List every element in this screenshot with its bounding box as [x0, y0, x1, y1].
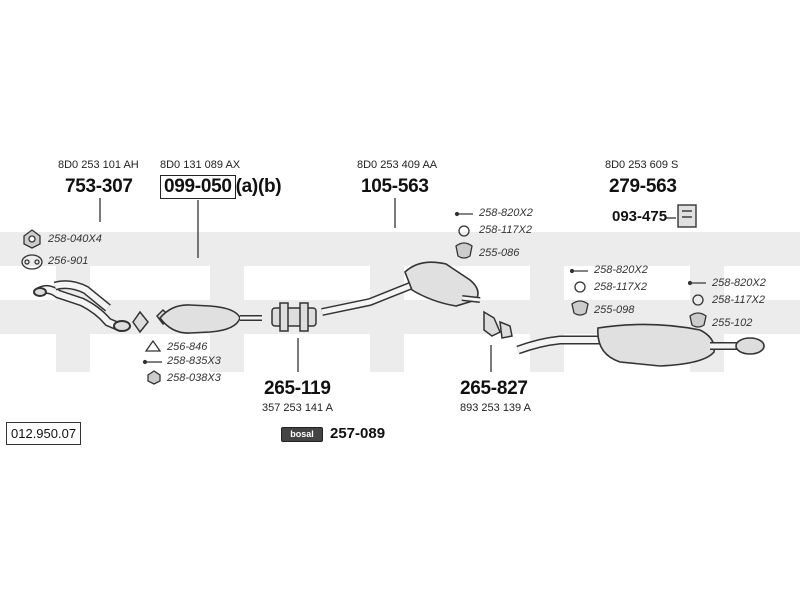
catalyst-suffix: (a)(b): [235, 176, 282, 197]
gasket-icon: [21, 254, 43, 270]
accessory-nut-cat[interactable]: 258-038X3: [167, 372, 221, 384]
accessory-hanger-rear2[interactable]: 255-102: [712, 317, 753, 329]
accessory-nut-front[interactable]: 258-040X4: [48, 233, 102, 245]
bosal-logo: bosal: [281, 427, 323, 442]
clamp-front-shape: [271, 302, 317, 332]
heat-shield-icon: [677, 204, 697, 228]
center-silencer-part-number[interactable]: 105-563: [361, 176, 429, 197]
accessory-hanger-rear1[interactable]: 255-098: [594, 304, 635, 316]
catalyst-part-number[interactable]: 099-050: [160, 175, 236, 199]
accessory-bolt-cat[interactable]: 258-835X3: [167, 355, 221, 367]
nut-icon: [23, 229, 41, 249]
rear-silencer-part-number[interactable]: 279-563: [609, 176, 677, 197]
mounting-paste-part-number[interactable]: 257-089: [330, 425, 386, 442]
hanger-icon: [455, 242, 473, 259]
accessory-ring-rear1[interactable]: 258-117X2: [594, 281, 648, 293]
accessory-bolt-rear2[interactable]: 258-820X2: [712, 277, 766, 289]
accessory-gasket-cat[interactable]: 256-846: [167, 341, 208, 353]
accessory-bolt-rear1[interactable]: 258-820X2: [594, 264, 648, 276]
catalyst-part-group[interactable]: 099-050(a)(b): [160, 175, 282, 199]
gasket-triangle-icon: [144, 339, 162, 352]
clamp-front-part-number[interactable]: 265-119: [264, 378, 331, 399]
bolt-icon: [569, 268, 588, 274]
center-silencer-shape: [321, 261, 481, 316]
hanger-icon: [571, 300, 589, 316]
catalyst-oem: 8D0 131 089 AX: [160, 159, 241, 171]
accessory-gasket-front[interactable]: 256-901: [48, 255, 89, 267]
clamp-rear-oem: 893 253 139 A: [460, 402, 531, 414]
rear-silencer-oem: 8D0 253 609 S: [605, 159, 679, 171]
bolt-icon: [454, 211, 473, 217]
clamp-front-oem: 357 253 141 A: [262, 402, 333, 414]
bolt-icon: [687, 280, 706, 286]
hanger-icon: [689, 312, 707, 328]
clamp-rear-part-number[interactable]: 265-827: [460, 378, 528, 399]
front-pipe-part-number[interactable]: 753-307: [65, 176, 133, 197]
rear-silencer-shape: [516, 323, 765, 367]
nut-icon: [147, 370, 161, 385]
front-pipe-oem: 8D0 253 101 AH: [58, 159, 139, 171]
leader-lines: [99, 198, 676, 372]
center-silencer-oem: 8D0 253 409 AA: [357, 159, 438, 171]
accessory-bolt-mid[interactable]: 258-820X2: [479, 207, 533, 219]
ring-icon: [458, 225, 470, 237]
accessory-hanger-mid[interactable]: 255-086: [479, 247, 520, 259]
bolt-icon: [142, 359, 162, 365]
heat-shield-part-number[interactable]: 093-475: [612, 208, 668, 225]
ring-icon: [574, 281, 586, 293]
ring-icon: [692, 294, 704, 306]
catalyst: [158, 304, 262, 334]
diagram-id: 012.950.07: [6, 422, 82, 445]
clamp-rear-shape: [483, 310, 513, 339]
accessory-ring-mid[interactable]: 258-117X2: [479, 224, 533, 236]
accessory-ring-rear2[interactable]: 258-117X2: [712, 294, 766, 306]
front-pipe: [33, 280, 131, 333]
